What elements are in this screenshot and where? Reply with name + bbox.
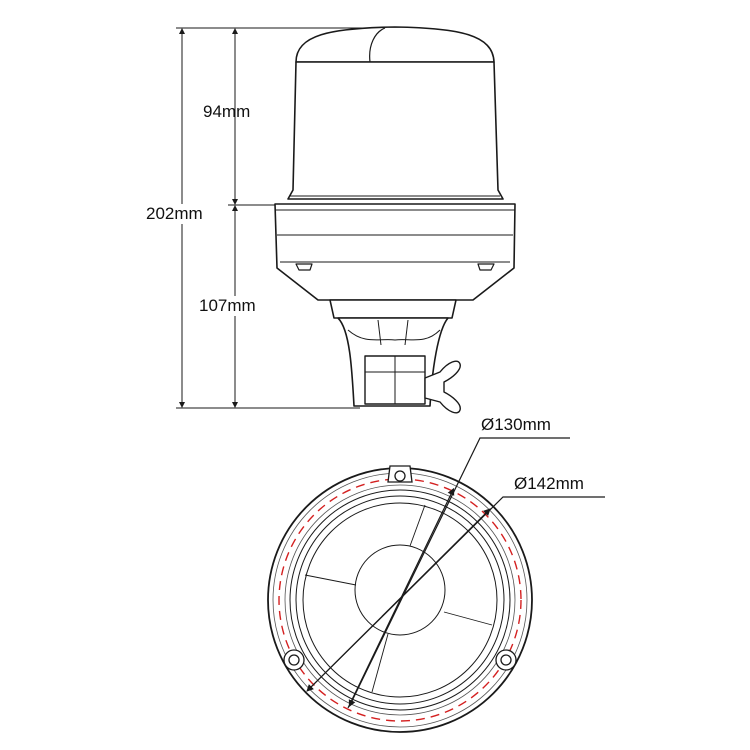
neck [329,299,457,319]
lens-body [287,61,504,200]
wing-nut [424,360,461,414]
label-outer-diameter: Ø142mm [514,474,584,493]
dimension-line-130 [348,437,570,708]
beacon-top-view [267,437,605,733]
dome-cap [295,26,495,63]
mounting-hole [495,649,517,671]
label-dome-height: 94mm [203,102,251,121]
beacon-side-view [274,26,516,414]
base-flange [274,203,516,301]
center-hub [354,544,446,636]
label-inner-diameter: Ø130mm [481,415,551,434]
dimension-line-142 [306,496,605,692]
label-base-height: 107mm [199,296,256,316]
mounting-hole [283,649,305,671]
mounting-hole-ring [278,478,522,722]
label-total-height: 202mm [146,204,203,224]
mounting-hole [387,465,413,483]
